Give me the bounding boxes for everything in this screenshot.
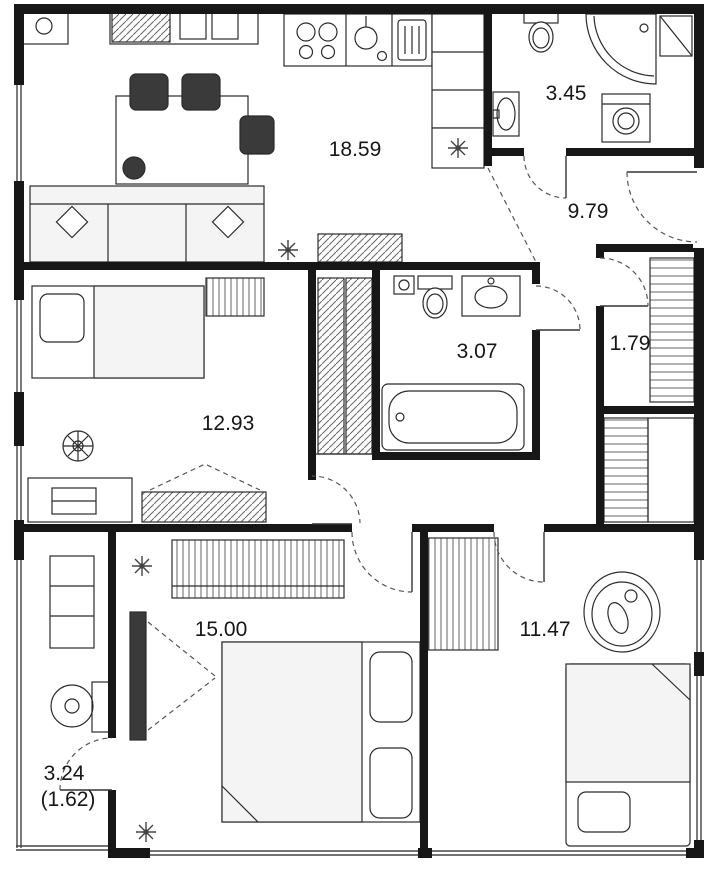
table-plant-icon <box>122 156 146 180</box>
wardrobe <box>427 537 499 651</box>
built-in-wardrobe <box>316 277 380 455</box>
fridge-snowflake-icon <box>447 137 469 159</box>
window <box>13 85 25 181</box>
dining-table <box>115 95 249 185</box>
window <box>13 446 25 520</box>
window <box>13 300 25 392</box>
area-label-storage: 1.79 <box>610 332 651 355</box>
area-label-bathroom-2: 3.07 <box>457 340 498 363</box>
balcony-door <box>59 737 117 791</box>
storage-door <box>595 257 649 307</box>
balcony-glazing <box>16 560 108 851</box>
bathtub-icon <box>381 383 525 451</box>
bathroom-2-door <box>531 284 581 331</box>
double-bed-icon <box>221 641 421 823</box>
ac-snowflake-icon <box>131 555 153 577</box>
duct-shaft <box>659 15 693 57</box>
area-label-bedroom-3: 11.47 <box>520 618 571 641</box>
low-dresser <box>141 463 267 523</box>
pillow-icon <box>369 747 413 819</box>
pillow-icon <box>39 293 85 343</box>
tv-cabinet <box>317 233 403 263</box>
tv-stand-icon <box>129 611 216 741</box>
room-labels: 18.59 3.45 9.79 1.79 3.07 12.93 15.00 11… <box>41 82 651 811</box>
chair-icon <box>181 73 221 111</box>
plant-icon <box>62 430 94 462</box>
dish-rack-icon <box>397 19 427 61</box>
pillow-icon <box>577 791 631 833</box>
window <box>693 560 705 652</box>
water-heater-icon <box>393 275 415 295</box>
washing-machine-icon <box>601 93 651 143</box>
area-label-bedroom-2: 15.00 <box>195 618 248 641</box>
vanity-sink-icon <box>461 275 521 317</box>
ac-snowflake-icon <box>277 239 299 261</box>
wall-sink-icon <box>492 91 520 137</box>
toilet-icon <box>417 275 453 319</box>
stove-icon <box>296 22 338 60</box>
corner-shower-icon <box>585 13 657 85</box>
bedroom-3-door <box>493 523 545 583</box>
window <box>432 847 686 859</box>
doors <box>59 147 705 791</box>
sofa-icon <box>29 185 265 263</box>
area-label-bathroom: 3.45 <box>546 82 587 105</box>
area-label-bedroom: 12.93 <box>202 412 255 435</box>
chair-icon <box>129 73 169 111</box>
storage-shelves <box>649 257 695 403</box>
round-table-icon <box>50 684 94 728</box>
kitchen-tall-cabinet <box>431 13 485 129</box>
desk-with-laptop <box>27 477 133 523</box>
bathroom-door <box>523 147 567 199</box>
ac-snowflake-icon <box>135 821 157 843</box>
single-bed-icon <box>31 285 205 379</box>
dining-chairs <box>129 73 275 155</box>
windows <box>13 85 705 859</box>
window <box>150 847 418 859</box>
balcony-cabinet <box>49 555 95 649</box>
area-label-hallway: 9.79 <box>568 200 609 223</box>
window <box>693 676 705 840</box>
sofa-pillow-icon <box>211 205 245 239</box>
coat-rack-wardrobe <box>171 539 345 599</box>
area-label-balcony: 3.24 <box>44 762 85 785</box>
area-label-kitchen-living: 18.59 <box>329 138 382 161</box>
area-label-balcony-coefficient: (1.62) <box>41 788 96 811</box>
pet-bed-icon <box>583 571 661 653</box>
entrance-door <box>626 168 705 248</box>
chair-icon <box>239 115 275 155</box>
kids-bed-icon <box>565 663 691 847</box>
dog-icon <box>607 602 629 634</box>
kitchen-sink-icon <box>354 16 388 62</box>
dresser <box>205 277 265 317</box>
sofa-pillow-icon <box>55 205 89 239</box>
pillow-icon <box>369 651 413 723</box>
bedroom-2-door <box>351 523 413 593</box>
fridge-icon <box>431 127 485 169</box>
